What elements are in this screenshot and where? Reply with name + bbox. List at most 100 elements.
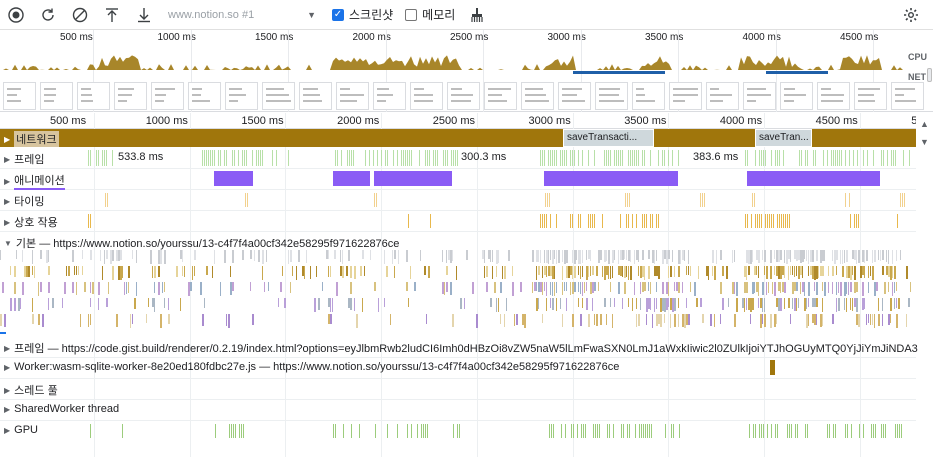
network-track[interactable]: ▶ 네트워크 saveTransacti... saveTran... xyxy=(0,129,916,147)
flame-chart-entry[interactable] xyxy=(796,298,797,311)
flame-chart-entry[interactable] xyxy=(774,314,776,327)
flame-chart-entry[interactable] xyxy=(686,266,687,275)
flame-chart-entry[interactable] xyxy=(332,298,333,312)
frame-tick[interactable] xyxy=(112,150,113,166)
flame-chart-entry[interactable] xyxy=(562,282,563,295)
frame-tick[interactable] xyxy=(801,150,802,166)
flame-chart-entry[interactable] xyxy=(24,266,26,277)
flame-chart-entry[interactable] xyxy=(816,282,818,295)
flame-chart-entry[interactable] xyxy=(878,298,879,311)
flame-chart-entry[interactable] xyxy=(546,282,547,296)
flame-chart-entry[interactable] xyxy=(602,266,603,277)
flame-chart-entry[interactable] xyxy=(770,314,772,328)
flame-chart-entry[interactable] xyxy=(638,266,639,276)
frame-tick[interactable] xyxy=(204,150,205,166)
flame-chart-entry[interactable] xyxy=(852,250,854,259)
interaction-marker[interactable] xyxy=(761,214,762,228)
flame-chart-entry[interactable] xyxy=(586,266,588,280)
flame-chart-entry[interactable] xyxy=(678,266,680,277)
gpu-task[interactable] xyxy=(771,424,772,438)
flame-chart-entry[interactable] xyxy=(108,282,109,294)
flame-chart-entry[interactable] xyxy=(838,298,840,311)
flame-chart-entry[interactable] xyxy=(536,298,538,311)
flame-chart-entry[interactable] xyxy=(804,282,805,296)
gpu-task[interactable] xyxy=(235,424,236,438)
flame-chart-entry[interactable] xyxy=(850,282,852,292)
flame-chart-entry[interactable] xyxy=(684,250,685,261)
flame-chart-entry[interactable] xyxy=(18,298,20,311)
flame-chart-entry[interactable] xyxy=(634,250,635,264)
gpu-task[interactable] xyxy=(427,424,428,438)
flame-chart-entry[interactable] xyxy=(572,266,573,279)
frame-tick[interactable] xyxy=(212,150,213,166)
flame-chart-entry[interactable] xyxy=(666,282,668,294)
flame-chart-entry[interactable] xyxy=(890,314,891,323)
flame-chart-entry[interactable] xyxy=(580,266,581,279)
flame-chart-entry[interactable] xyxy=(182,266,183,276)
flame-chart-entry[interactable] xyxy=(792,282,794,294)
flame-chart-entry[interactable] xyxy=(896,250,897,261)
flame-chart-entry[interactable] xyxy=(504,266,506,279)
frame-tick[interactable] xyxy=(813,150,814,166)
flame-chart-entry[interactable] xyxy=(890,298,892,311)
flame-chart-entry[interactable] xyxy=(348,250,350,261)
gpu-task[interactable] xyxy=(789,424,790,438)
flame-chart-entry[interactable] xyxy=(806,314,808,328)
frame-tick[interactable] xyxy=(443,150,444,166)
flame-chart-entry[interactable] xyxy=(864,266,865,278)
flame-chart-entry[interactable] xyxy=(512,282,514,296)
flame-chart-entry[interactable] xyxy=(822,266,824,276)
flame-chart-entry[interactable] xyxy=(832,314,834,324)
flame-chart-entry[interactable] xyxy=(790,266,791,275)
flame-chart-entry[interactable] xyxy=(784,282,786,293)
gpu-task[interactable] xyxy=(897,424,898,438)
flame-chart-entry[interactable] xyxy=(160,250,162,264)
flame-chart-entry[interactable] xyxy=(194,266,195,276)
flame-chart-entry[interactable] xyxy=(572,250,573,263)
flame-chart-entry[interactable] xyxy=(14,298,16,311)
flame-chart-entry[interactable] xyxy=(882,314,883,326)
flame-chart-entry[interactable] xyxy=(822,314,823,326)
flame-chart-entry[interactable] xyxy=(318,298,320,310)
flame-chart-entry[interactable] xyxy=(658,314,660,324)
flame-chart-entry[interactable] xyxy=(802,266,803,278)
flame-chart-entry[interactable] xyxy=(606,314,607,325)
flame-chart-entry[interactable] xyxy=(840,250,841,264)
flame-chart-entry[interactable] xyxy=(746,250,748,263)
gpu-task[interactable] xyxy=(883,424,884,438)
flame-chart-entry[interactable] xyxy=(542,314,543,323)
flame-chart-entry[interactable] xyxy=(570,266,572,275)
frame-tick[interactable] xyxy=(550,150,551,166)
flame-chart-entry[interactable] xyxy=(588,314,590,327)
flame-chart-entry[interactable] xyxy=(674,266,675,277)
flame-chart-entry[interactable] xyxy=(224,250,226,263)
flame-chart-entry[interactable] xyxy=(706,266,708,276)
flame-chart-entry[interactable] xyxy=(10,266,11,275)
flame-chart-entry[interactable] xyxy=(32,298,33,312)
frame-tick[interactable] xyxy=(827,150,828,166)
gpu-task[interactable] xyxy=(571,424,572,438)
gpu-track[interactable]: ▶ GPU xyxy=(0,421,916,441)
flame-chart-entry[interactable] xyxy=(610,266,611,279)
frame-tick[interactable] xyxy=(373,150,374,166)
frame-tick[interactable] xyxy=(427,150,428,166)
timing-marker[interactable] xyxy=(752,193,753,207)
flame-chart-entry[interactable] xyxy=(804,298,806,311)
flame-chart-entry[interactable] xyxy=(762,298,763,312)
gpu-task[interactable] xyxy=(595,424,596,438)
interaction-marker[interactable] xyxy=(652,214,653,228)
flame-chart-entry[interactable] xyxy=(154,282,155,293)
flame-chart-entry[interactable] xyxy=(764,314,766,327)
flame-chart-entry[interactable] xyxy=(866,314,867,325)
flame-chart-entry[interactable] xyxy=(646,314,647,325)
flame-chart-entry[interactable] xyxy=(808,250,809,264)
frame-tick[interactable] xyxy=(815,150,816,166)
screenshot-thumbnail[interactable] xyxy=(484,82,517,110)
flame-chart-entry[interactable] xyxy=(232,282,234,291)
flame-chart-entry[interactable] xyxy=(552,266,554,279)
gpu-task[interactable] xyxy=(639,424,640,438)
flame-chart-entry[interactable] xyxy=(322,282,323,291)
flame-chart-entry[interactable] xyxy=(628,298,629,307)
flame-chart-entry[interactable] xyxy=(328,250,329,259)
